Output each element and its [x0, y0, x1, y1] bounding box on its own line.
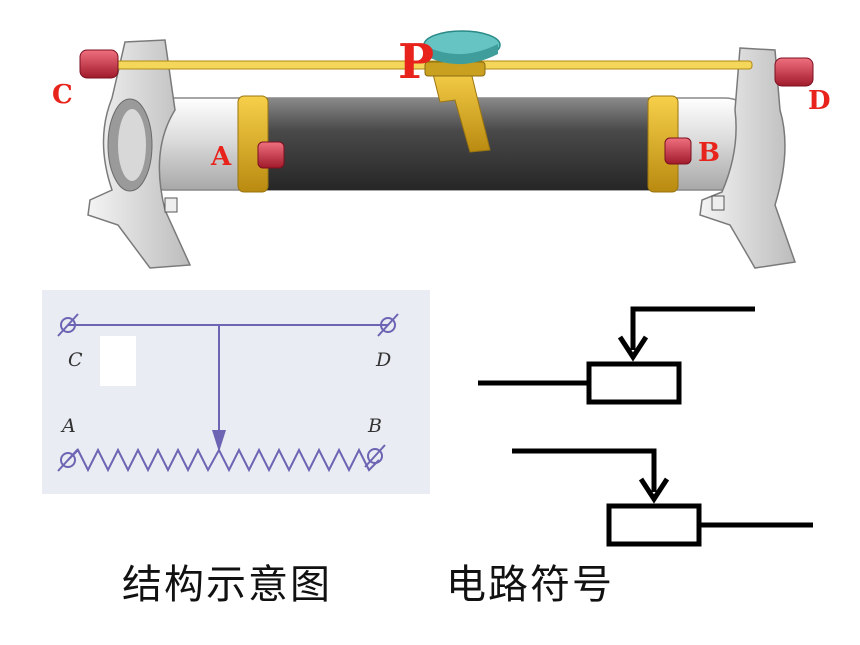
terminal-d-knob [774, 57, 814, 87]
symbol1-slider-wire [630, 306, 755, 350]
device-label-c: C [52, 80, 73, 110]
structure-slider-arrow [212, 430, 226, 452]
symbol2-arrow [638, 477, 670, 504]
structure-white-patch [100, 336, 136, 386]
device-label-d: D [808, 86, 831, 116]
terminal-b-knob [664, 137, 692, 165]
structure-terminal-b-slash [364, 444, 386, 468]
device-label-a: A [210, 142, 232, 172]
terminal-c-knob [79, 49, 119, 79]
left-screw [164, 197, 178, 213]
symbol1-resistor-box [586, 361, 682, 405]
structure-terminal-b [367, 448, 383, 464]
structure-label-d: D [375, 349, 391, 371]
symbol2-resistor-box [606, 503, 702, 547]
right-stand [699, 47, 797, 269]
structure-terminal-a [60, 452, 76, 468]
structure-terminal-d-slash [377, 313, 399, 337]
device-label-b: B [698, 138, 720, 168]
device-label-p: P [398, 34, 434, 90]
symbols-caption: 电路符号 [446, 562, 614, 608]
structure-caption: 结构示意图 [122, 562, 332, 608]
symbol1-arrow [617, 335, 649, 362]
right-screw [711, 195, 725, 211]
structure-terminal-c-slash [57, 313, 79, 337]
structure-background [42, 290, 430, 494]
structure-label-c: C [68, 349, 83, 371]
structure-resistor-coil [67, 447, 380, 473]
slider-handle-side [430, 44, 498, 65]
resistance-coil [250, 98, 660, 190]
structure-label-a: A [60, 415, 76, 437]
structure-terminal-c [60, 317, 76, 333]
terminal-a-knob [257, 141, 285, 169]
left-tube-inner [118, 109, 146, 181]
symbol2-slider-wire [512, 448, 657, 492]
structure-label-b: B [367, 415, 382, 437]
structure-terminal-d [380, 317, 396, 333]
structure-terminal-a-slash [57, 448, 79, 472]
